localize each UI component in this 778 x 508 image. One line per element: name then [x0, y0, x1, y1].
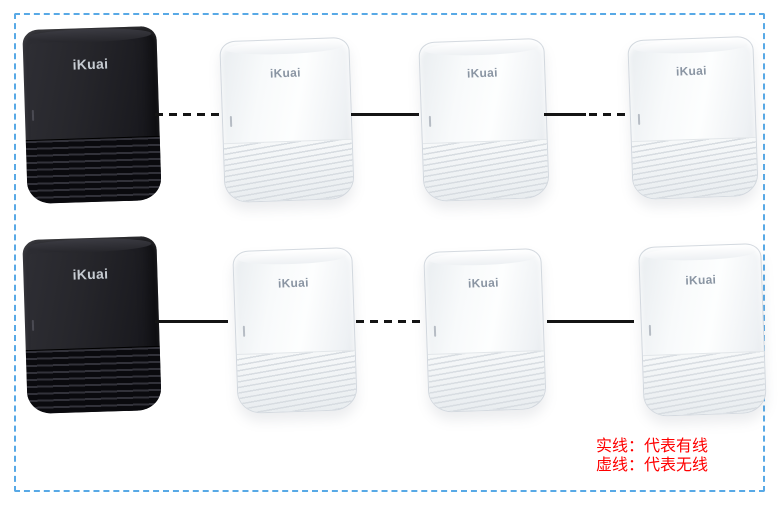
device-top-face	[424, 40, 539, 58]
ikuai-logo: iKuai	[72, 265, 109, 283]
ap-device-row2-1: iKuai	[232, 246, 358, 415]
ap-body: iKuai	[219, 36, 355, 204]
wireless-link-line-row1-3b	[589, 113, 633, 116]
ikuai-logo: iKuai	[467, 275, 500, 292]
ap-device-row1-2: iKuai	[418, 37, 550, 203]
wired-link-line-row2-3	[547, 320, 634, 323]
ikuai-logo: iKuai	[685, 272, 717, 288]
status-led	[433, 325, 437, 337]
ap-device-row2-3: iKuai	[638, 242, 767, 418]
device-top-face	[633, 38, 748, 56]
status-led	[31, 109, 35, 121]
wired-link-line-row2-1	[155, 320, 228, 323]
speaker-grille	[631, 136, 758, 200]
speaker-grille	[427, 349, 546, 412]
legend-line-solid: 实线：代表有线	[596, 438, 709, 455]
wired-link-line-row1-3a	[544, 113, 586, 116]
ikuai-logo: iKuai	[466, 65, 499, 81]
ap-body: iKuai	[638, 242, 767, 418]
ikuai-logo: iKuai	[277, 275, 309, 291]
speaker-grille	[223, 139, 354, 203]
status-led	[31, 319, 35, 331]
device-top-face	[225, 38, 344, 57]
device-top-face	[27, 237, 152, 254]
speaker-grille	[236, 349, 357, 414]
speaker-grille	[25, 136, 162, 205]
ap-body: iKuai	[423, 247, 547, 414]
ap-body: iKuai	[627, 35, 759, 201]
status-led	[428, 115, 432, 127]
speaker-grille	[422, 138, 549, 202]
speaker-grille	[25, 346, 162, 415]
device-top-face	[237, 249, 347, 266]
wireless-link-line-row1-1	[155, 113, 225, 116]
speaker-grille	[642, 350, 766, 417]
ap-body: iKuai	[418, 37, 550, 203]
ikuai-logo: iKuai	[72, 55, 109, 73]
device-top-face	[643, 245, 756, 262]
ikuai-logo: iKuai	[675, 63, 708, 79]
legend-line-dashed: 虚线：代表无线	[596, 457, 709, 474]
ap-device-row1-3: iKuai	[627, 35, 759, 201]
ikuai-logo: iKuai	[269, 65, 302, 81]
status-led	[648, 325, 652, 337]
device-top-face	[428, 250, 537, 267]
wireless-link-line-row2-2	[356, 320, 421, 323]
diagram-border	[14, 13, 765, 492]
legend: 实线：代表有线 虚线：代表无线	[596, 437, 708, 475]
status-led	[637, 113, 641, 125]
device-top-face	[27, 27, 152, 44]
ap-body: iKuai	[232, 246, 358, 415]
status-led	[242, 325, 246, 337]
ap-device-row1-1: iKuai	[219, 36, 355, 204]
wired-link-line-row1-2	[351, 113, 419, 116]
router-device-row2: iKuai	[22, 235, 162, 415]
router-body: iKuai	[22, 25, 162, 205]
ap-device-row2-2: iKuai	[423, 247, 547, 414]
router-device-row1: iKuai	[22, 25, 162, 205]
router-body: iKuai	[22, 235, 162, 415]
status-led	[229, 115, 233, 127]
